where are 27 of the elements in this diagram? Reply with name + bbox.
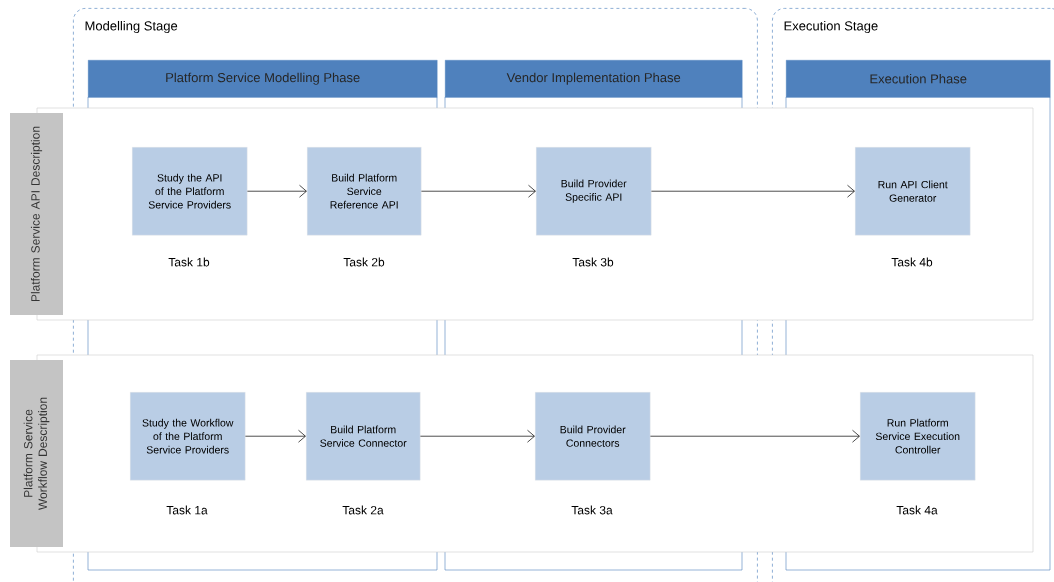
lane-label: Platform Service Workflow Description — [10, 360, 63, 547]
task-box: Study the Workflow of the Platform Service Providers — [130, 392, 246, 481]
task-label: Task 2b — [343, 257, 385, 267]
task-box: Build Platform Service Reference API — [307, 147, 422, 236]
task-label: Task 2a — [342, 505, 384, 515]
task-label: Task 1b — [168, 257, 210, 267]
task-label: Task 1a — [166, 505, 208, 515]
task-box: Build Provider Connectors — [535, 392, 651, 481]
phase-header: Execution Phase — [786, 60, 1051, 98]
arrow — [247, 184, 307, 198]
arrow — [420, 429, 535, 443]
arrow — [650, 429, 860, 443]
arrow — [651, 184, 855, 198]
task-label: Task 3a — [571, 505, 613, 515]
task-label: Task 4b — [891, 257, 933, 267]
phase-header: Platform Service Modelling Phase — [88, 60, 438, 98]
phase-header: Vendor Implementation Phase — [445, 60, 743, 98]
task-label: Task 4a — [896, 505, 938, 515]
task-box: Run API Client Generator — [855, 147, 971, 236]
task-box: Study the API of the Platform Service Providers — [132, 147, 248, 236]
arrow — [421, 184, 536, 198]
task-label: Task 3b — [572, 257, 614, 267]
task-box: Run Platform Service Execution Controller — [860, 392, 976, 481]
task-box: Build Provider Specific API — [536, 147, 652, 236]
arrow — [245, 429, 306, 443]
task-box: Build Platform Service Connector — [306, 392, 421, 481]
lane-label: Platform Service API Description — [10, 113, 63, 315]
